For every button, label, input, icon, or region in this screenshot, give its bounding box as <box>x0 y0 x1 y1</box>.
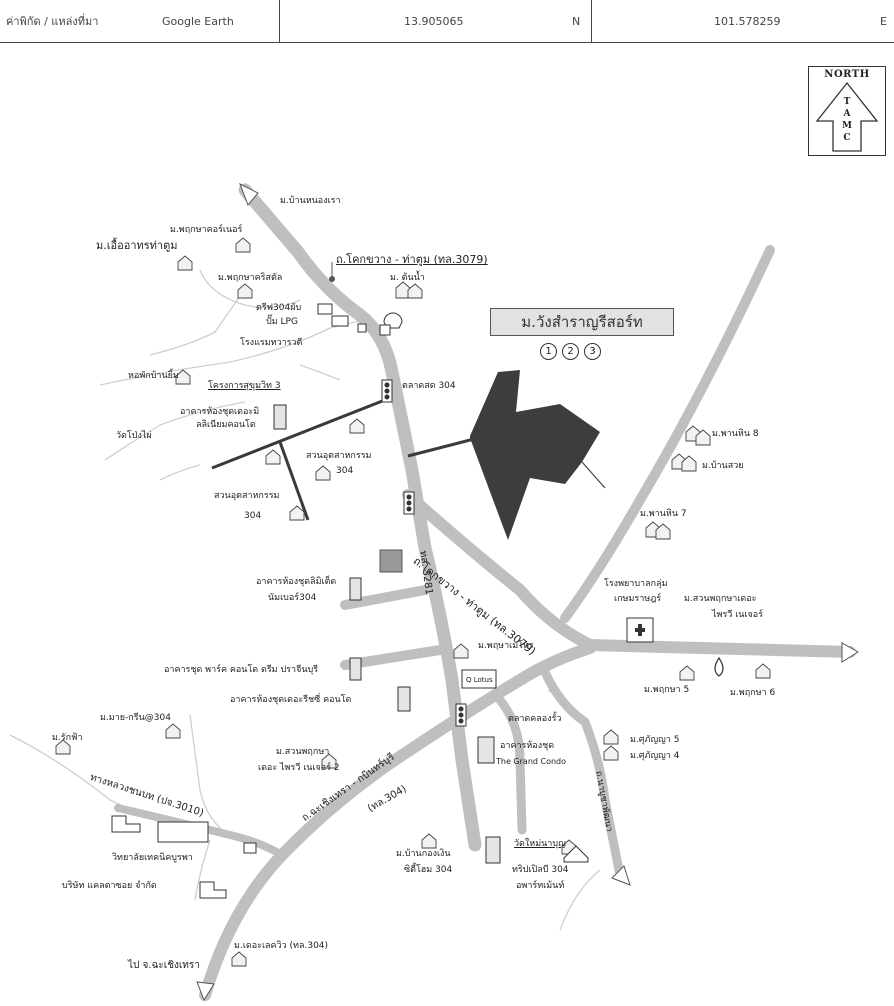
longitude-direction: E <box>880 14 887 28</box>
place-label: 304 <box>244 511 262 521</box>
place-label: ม.ศุภัญญา 4 <box>630 751 680 761</box>
north-letter: M <box>842 121 852 131</box>
resort-phase-1: 1 <box>540 343 557 360</box>
place-label: The Grand Condo <box>496 757 567 766</box>
place-label: วัดโป่งไผ่ <box>116 431 152 441</box>
place-label: อพาร์ทเม้นท์ <box>516 881 565 891</box>
place-label: สวนอุตสาหกรรม <box>306 451 372 461</box>
place-label: ม.พฤกษา 5 <box>644 685 690 695</box>
lpg-pump-icon <box>317 303 367 333</box>
place-label: ม.บ้านสวย <box>702 461 744 471</box>
table-divider <box>591 0 592 42</box>
factory-icons <box>111 815 227 899</box>
north-arrow: NORTH T A M C <box>808 66 886 156</box>
north-letter: A <box>843 109 851 119</box>
road-label-3079-top: ถ.โคกขวาง - ท่าตูม (ทล.3079) <box>336 253 488 266</box>
hospital-icon <box>626 617 654 643</box>
traffic-lights <box>381 379 467 727</box>
store-7-11-icon <box>243 324 391 854</box>
place-label: ปั๊ม LPG <box>266 317 298 327</box>
house-icons <box>55 237 771 967</box>
place-label: ตลาดสด 304 <box>402 381 456 391</box>
place-label: ไพรวี เนเจอร์ <box>712 610 764 620</box>
place-label: บริษัท แคลตาซอย จำกัด <box>62 881 157 891</box>
place-label: อาคารห้องชุดเดอะมิ <box>180 407 260 417</box>
resort-title: ม.วังสำราญรีสอร์ท <box>490 308 674 336</box>
place-label: อาคารชุด พาร์ค คอนโด ดรีม ปราจีนบุรี <box>164 665 319 675</box>
place-label: ม.เดอะเลควิว (ทล.304) <box>234 941 329 951</box>
place-label: เกษมราษฎร์ <box>614 594 662 604</box>
place-label: ม.บ้านกองเงิน <box>396 849 451 859</box>
place-label: ม.สวนพฤกษา <box>276 747 330 757</box>
resort-phase-2: 2 <box>562 343 579 360</box>
shop-icon <box>379 549 403 573</box>
north-letter: C <box>843 133 851 143</box>
road-arrows <box>196 182 859 1002</box>
place-label: ม.ศุภัญญา 5 <box>630 735 680 745</box>
place-label: ม.พฤกษาคริสตัล <box>218 273 283 283</box>
coordinate-source: Google Earth <box>162 14 234 28</box>
place-label: อาคารห้องชุดเดอะรีชซี่ คอนโด <box>230 695 352 705</box>
shell-station-icon <box>383 312 403 329</box>
place-label: นัมเบอร์304 <box>268 593 317 603</box>
coordinate-label: ค่าพิกัด / แหล่งที่มา <box>6 15 99 28</box>
coordinate-table: ค่าพิกัด / แหล่งที่มา Google Earth 13.90… <box>0 0 894 43</box>
building-icons <box>273 404 501 864</box>
place-label: ม.พฤษาเมโทร <box>478 641 534 651</box>
place-label: โรงพยาบาลกลุ่ม <box>604 579 668 589</box>
latitude-value: 13.905065 <box>404 14 464 28</box>
place-label: ซิตี้โฮม 304 <box>404 865 453 875</box>
to-chachoengsao-label: ไป จ.ฉะเชิงเทรา <box>128 960 200 971</box>
place-label: ทริปเปิลบี 304 <box>512 865 569 875</box>
industrial-roads <box>211 396 479 521</box>
place-label: ม. ต้นน้ำ <box>390 273 425 283</box>
table-divider <box>279 0 280 42</box>
gas-station-icon <box>714 656 724 677</box>
place-label: หอพักบ้านยิ้ม <box>128 371 179 381</box>
north-arrow-icon <box>815 81 879 152</box>
north-letter: T <box>843 97 851 107</box>
latitude-direction: N <box>572 14 581 28</box>
place-label: วัดใหม่นาบุญ <box>514 839 566 849</box>
resort-parcel <box>470 370 600 540</box>
place-label: อาคารห้องชุด <box>500 741 555 751</box>
place-label: เดอะ ไพรวี เนเจอร์ 2 <box>258 763 340 773</box>
place-label: ดรีฟ304ผับ <box>256 303 302 313</box>
shop-sign-label: Q Lotus <box>466 676 493 684</box>
place-label: อาคารห้องชุดลิมิเต็ด <box>256 577 337 587</box>
temple-icon <box>563 845 589 863</box>
place-label: ม.บ้านหนองเรา <box>280 196 341 206</box>
place-label: ม.พานหิน 7 <box>640 509 687 519</box>
north-label: NORTH <box>824 69 870 80</box>
place-label: ม.พานหิน 8 <box>712 429 759 439</box>
place-label: ม.สวนพฤกษาเดอะ <box>684 594 757 604</box>
place-label: โรงแรมทวารวดี <box>240 338 303 348</box>
place-label: ม.มาย-กรีน@304 <box>100 713 171 723</box>
resort-phase-3: 3 <box>584 343 601 360</box>
place-label: ม.พฤกษาคอร์เนอร์ <box>170 225 243 235</box>
place-label: สวนอุตสาหกรรม <box>214 491 280 501</box>
place-label: โครงการสุขุมวิท 3 <box>208 381 281 391</box>
place-label: ม.เอื้ออาทรท่าตูม <box>96 239 178 252</box>
longitude-value: 101.578259 <box>714 14 781 28</box>
place-label: 304 <box>336 466 354 476</box>
lotus-store-icon <box>461 669 497 689</box>
place-label: ม.รักฟ้า <box>52 733 83 743</box>
place-label: ม.พฤกษา 6 <box>730 688 776 698</box>
place-label: ลลิเนียมคอนโด <box>196 420 256 430</box>
place-label: วิทยาลัยเทคนิคบูรพา <box>112 853 193 863</box>
place-label: ตลาดคลองรั้ว <box>508 714 562 724</box>
